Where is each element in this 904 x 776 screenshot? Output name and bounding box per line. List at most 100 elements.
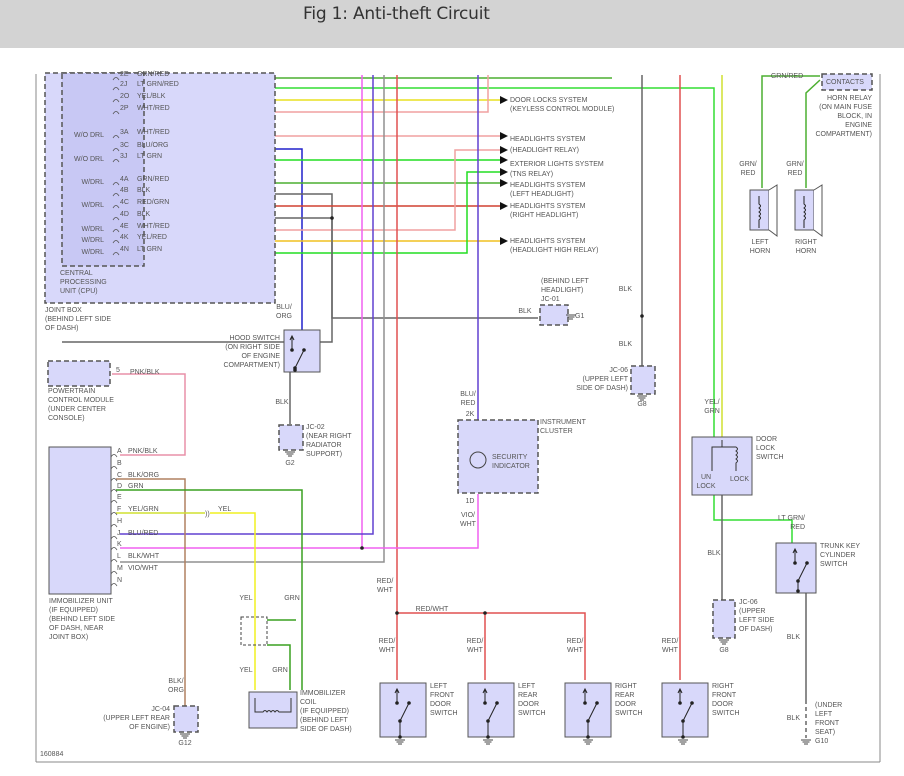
joint-box-pin: 3J [120,153,127,160]
hood-switch-label: OF ENGINE [241,353,280,360]
figure-id-label: 160884 [40,751,63,758]
joint-box-wire-label: GRN/RED [137,71,169,78]
main-redwht-label: RED/ [377,578,394,585]
wire-2j [116,87,793,545]
door-switch-wire-label: WHT [379,647,396,654]
door-switch-label: DOOR [518,701,539,708]
g10-label: G10 [815,738,828,745]
immobilizer-pin: J [117,530,121,537]
door-switch-wire-label: WHT [467,647,484,654]
system-label: (LEFT HEADLIGHT) [510,191,574,198]
horn-relay-label: COMPARTMENT) [815,131,872,138]
pin-connector-icon [112,217,120,221]
pin-connector-icon [112,182,120,186]
joint-box-pin: 4C [120,199,129,206]
jc02-box [278,424,304,451]
pin-connector-icon [112,99,120,103]
joint-box-wire-label: BLU/ORG [137,142,169,149]
immobilizer-pin-connector-icon [110,583,118,587]
junction-dot [290,348,294,352]
wire-to-jc01 [331,218,538,319]
joint-box-pin: 4E [120,223,129,230]
left-horn-coil-icon [758,196,761,228]
system-label: (HEADLIGHT RELAY) [510,147,579,154]
wire-grn [116,489,303,690]
drl-note: W/O DRL [74,156,104,163]
left-horn-label: HORN [750,248,771,255]
door-switch-label: SWITCH [615,710,643,717]
pin-connector-icon [112,77,120,81]
drl-note: W/DRL [81,179,104,186]
yel-label: YEL [218,506,231,513]
junction-dot [486,735,490,739]
immobilizer-pin-connector-icon [110,489,118,493]
doorlock-wire-top-label: GRN [704,408,720,415]
coil-grn-label: GRN [284,595,300,602]
door-switch-box [379,682,427,738]
door-switch-wire-label: RED/ [467,638,484,645]
cluster-wire-top-label: RED [461,400,476,407]
junction-dot [486,719,490,723]
joint-box-pin: 4N [120,246,129,253]
cpu-box [61,72,145,267]
system-label: (TNS RELAY) [510,171,553,178]
immobilizer-unit [48,446,112,595]
door-switch-label: RIGHT [615,683,638,690]
horn-contacts-label: CONTACTS [826,79,864,86]
horn-left-wire-label: GRN/ [739,161,757,168]
security-indicator-label: INDICATOR [492,463,530,470]
door-switch-wire-label: RED/ [662,638,679,645]
immobilizer-wire-label: YEL/GRN [128,506,159,513]
trunk-location-label: SEAT) [815,729,835,736]
junction-dot [595,701,599,705]
trunk-switch-arrow [792,547,798,554]
immobilizer-label: (BEHIND LEFT SIDE [49,616,115,623]
junction-dot [483,701,487,705]
immobilizer-pin-connector-icon [110,454,118,458]
door-switch-label: REAR [518,692,537,699]
hood-switch-label: HOOD SWITCH [229,335,280,342]
door-ground-icon [678,739,688,745]
immobilizer-pin-connector-icon [110,466,118,470]
immobilizer-pin: C [117,472,122,479]
right-horn-coil-icon [803,196,806,228]
joint-box-wire-label: GRN/RED [137,176,169,183]
door-switch-label: SWITCH [712,710,740,717]
trunk-wire-top-label: RED [790,524,805,531]
door-switch-label: LEFT [430,683,448,690]
joint-box-label: JOINT BOX [45,307,82,314]
junction-dot [302,348,306,352]
hood-switch [283,329,321,373]
jc01-label: JC-01 [541,296,560,303]
system-label: (RIGHT HEADLIGHT) [510,212,578,219]
junction-dot [690,701,694,705]
bus-wire-label: RED/WHT [416,606,449,613]
door-switch-label: RIGHT [712,683,735,690]
hood-bottom-wire-label: BLK [275,399,289,406]
junction-dot [398,735,402,739]
system-label: HEADLIGHTS SYSTEM [510,238,586,245]
right-horn-label: HORN [796,248,817,255]
figure-title: Fig 1: Anti-theft Circuit [303,4,490,24]
security-indicator-label: SECURITY [492,454,528,461]
junction-dot [583,701,587,705]
cluster-wire-bottom-label: VIO/ [461,512,475,519]
joint-box-wire-label: LT GRN/RED [137,81,179,88]
pin-connector-icon [112,240,120,244]
door-lock-label: DOOR [756,436,777,443]
g1-label: G1 [575,313,584,320]
jc04-label: (UPPER LEFT REAR [103,715,170,722]
door-switch-label: REAR [615,692,634,699]
system-arrow-icon [500,179,508,187]
door-ground-icon [395,739,405,745]
g2-ground-icon [285,451,295,457]
g8-top-ground-icon [637,395,647,401]
g12-ground-icon [180,733,190,739]
drl-note: W/DRL [81,202,104,209]
joint-box-pin: 2E [120,71,129,78]
joint-box-wire-label: YEL/RED [137,234,167,241]
trunk-bottom-wire-label: BLK [787,634,801,641]
wire-yel [210,512,256,690]
junction-dot [796,589,800,593]
joint-box-pin: 2J [120,81,127,88]
